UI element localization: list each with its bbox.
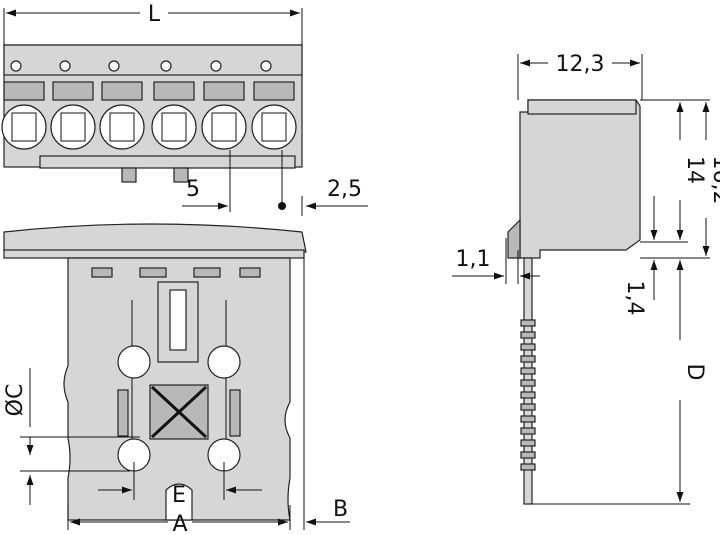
pole-marker-icon	[108, 60, 120, 72]
push-button	[253, 81, 295, 101]
pole-marker-icon	[10, 60, 22, 72]
wire-entry-hole	[50, 104, 96, 150]
front-view	[1, 8, 303, 212]
dim-height14-label: 14	[682, 156, 707, 184]
clamp-window	[11, 112, 37, 142]
push-button	[101, 81, 143, 101]
clamp-window	[109, 112, 135, 142]
pin-rib	[520, 367, 536, 375]
pin-rib	[520, 463, 536, 471]
peg-pattern	[117, 345, 241, 472]
pole-marker-icon	[210, 60, 222, 72]
dim-pin11-label: 1,1	[456, 247, 491, 272]
wire-entry-hole	[201, 104, 247, 150]
dimension-pin11: 1,1	[452, 238, 540, 284]
wire-entry-hole	[1, 104, 47, 150]
pole-row	[1, 60, 297, 150]
pole-2	[50, 60, 96, 150]
pole-marker-icon	[260, 60, 272, 72]
dim-C-label: ØC	[3, 384, 28, 417]
dimension-offset: 2,5	[301, 177, 368, 216]
pin-ribs	[520, 319, 536, 471]
pin-rib	[520, 355, 536, 363]
dim-A-label: A	[172, 512, 187, 535]
clamp-window	[261, 112, 287, 142]
dim-B-label: B	[333, 497, 348, 522]
dim-offset-label: 2,5	[327, 177, 362, 202]
push-button	[153, 81, 195, 101]
wire-entry-hole	[151, 104, 197, 150]
side-view	[507, 99, 641, 505]
clamp-window	[161, 112, 187, 142]
pole-4	[151, 60, 197, 150]
dim-L-label: L	[148, 2, 161, 27]
dim-depth-label: 12,3	[556, 52, 605, 77]
dimension-B: B	[303, 258, 350, 530]
pin-rib	[520, 343, 536, 351]
clamp-window	[211, 112, 237, 142]
dimension-C: ØC	[3, 368, 140, 455]
clamp-window	[60, 112, 86, 142]
pin-rib	[520, 403, 536, 411]
push-button	[3, 81, 45, 101]
dimension-pitch: 5	[182, 177, 228, 210]
pole-5	[201, 60, 247, 150]
dim-pin14-label: 1,4	[622, 281, 647, 316]
push-button	[52, 81, 94, 101]
dim-pitch-label: 5	[186, 177, 200, 202]
pin-rib	[520, 391, 536, 399]
dimension-depth: 12,3	[517, 52, 643, 100]
push-button	[203, 81, 245, 101]
pole-marker-icon	[59, 60, 71, 72]
wire-entry-hole	[251, 104, 297, 150]
wire-entry-hole	[99, 104, 145, 150]
pole-3	[99, 60, 145, 150]
pin-rib	[520, 379, 536, 387]
dimension-E: E	[98, 462, 262, 508]
pin-rib	[520, 331, 536, 339]
pole-6	[251, 60, 297, 150]
pin-rib	[520, 319, 536, 327]
dim-E-label: E	[172, 483, 186, 508]
dimension-heights: 14 16,2 1,4 D	[532, 99, 720, 505]
dimension-peg-offset	[20, 470, 130, 505]
dimension-A: A	[67, 505, 291, 535]
pin-rib	[520, 439, 536, 447]
dim-D-label: D	[682, 364, 707, 381]
dimension-L: L	[6, 2, 300, 27]
pole-marker-icon	[160, 60, 172, 72]
pin-rib	[520, 427, 536, 435]
pin-rib	[520, 451, 536, 459]
pole-1	[1, 60, 47, 150]
dim-height162-label: 16,2	[708, 156, 720, 205]
pin-rib	[520, 415, 536, 423]
bottom-view	[3, 223, 307, 521]
